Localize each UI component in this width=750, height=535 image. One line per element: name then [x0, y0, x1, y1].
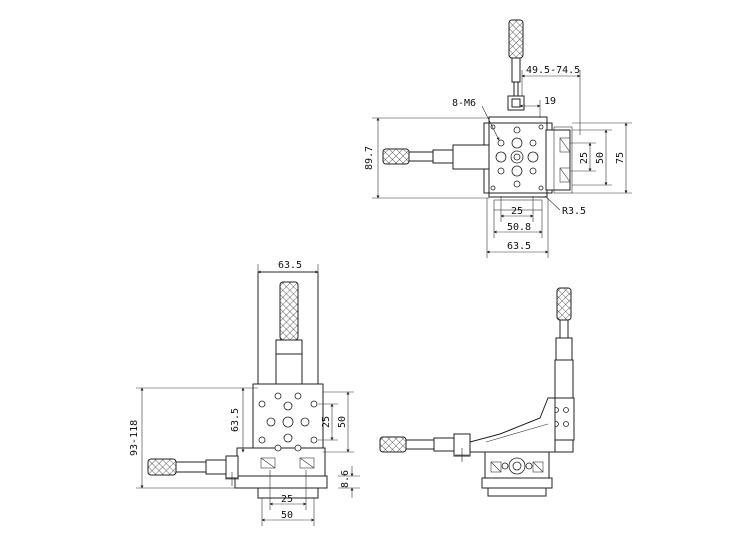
dim-50-right: 50 [595, 152, 606, 164]
dim-63-5-front-top: 63.5 [278, 260, 302, 271]
dim-25-bottom: 25 [511, 206, 523, 217]
front-dimensions [136, 264, 360, 526]
dim-50-front-right: 50 [337, 416, 348, 428]
dim-travel: 49.5-74.5 [526, 65, 580, 76]
dim-93-118: 93-118 [129, 420, 140, 456]
dim-75-right: 75 [615, 152, 626, 164]
dim-8-6: 8.6 [340, 470, 351, 488]
dim-50-8: 50.8 [507, 222, 531, 233]
top-stage-body [483, 116, 573, 211]
top-micrometer-horizontal [382, 144, 490, 170]
front-stage-body [234, 271, 328, 499]
dim-25-front-bottom: 25 [281, 494, 293, 505]
dim-50-front-bottom: 50 [281, 510, 293, 521]
dim-19: 19 [544, 96, 556, 107]
dim-89-7: 89.7 [364, 146, 375, 170]
side-micrometer-vertical [555, 287, 573, 371]
dim-63-5-front-side: 63.5 [230, 408, 241, 432]
dim-63-5-top: 63.5 [507, 241, 531, 252]
dim-25-right: 25 [579, 152, 590, 164]
top-view: 49.5-74.5 19 8-M6 89.7 25 50 75 25 R3.5 … [364, 19, 632, 258]
top-dimensions [372, 70, 632, 258]
front-dim-labels: 63.5 63.5 93-118 25 50 8.6 25 50 [129, 260, 351, 521]
front-micrometer-horizontal [147, 455, 239, 486]
top-dim-labels: 49.5-74.5 19 8-M6 89.7 25 50 75 25 R3.5 … [364, 65, 626, 252]
dim-8-m6: 8-M6 [452, 98, 476, 109]
side-view [379, 287, 575, 497]
side-stage-body [469, 359, 575, 497]
dim-25-front-right: 25 [321, 416, 332, 428]
front-view: 63.5 63.5 93-118 25 50 8.6 25 50 [129, 260, 360, 526]
side-micrometer-horizontal [379, 433, 471, 462]
dim-r3-5: R3.5 [562, 206, 586, 217]
top-micrometer-vertical [507, 19, 525, 111]
